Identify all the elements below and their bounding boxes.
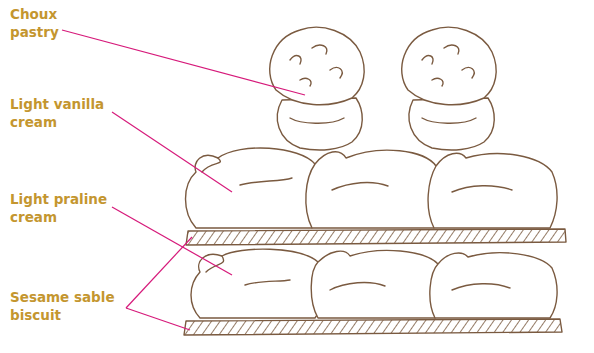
- leader-line: [126, 237, 192, 308]
- choux-texture: [290, 45, 476, 123]
- part-label: Light vanilla cream: [10, 95, 118, 131]
- part-label: Choux pastry: [10, 5, 72, 41]
- choux-puff: [277, 98, 362, 150]
- leader-line: [62, 30, 305, 95]
- leader-line: [112, 112, 232, 192]
- vanilla-cream-dollop: [186, 148, 323, 228]
- choux-cap: [402, 27, 496, 104]
- praline-cream-dollop: [191, 249, 325, 318]
- vanilla-cream-dollop: [428, 153, 557, 228]
- vanilla-cream-dollop: [306, 150, 443, 228]
- leader-line: [112, 207, 232, 275]
- part-label: Light praline cream: [10, 190, 122, 226]
- choux-puff: [409, 98, 494, 150]
- part-label: Sesame sable biscuit: [10, 288, 128, 324]
- choux-cap: [270, 27, 364, 104]
- praline-cream-dollop: [430, 253, 557, 318]
- cream-swirl: [206, 256, 510, 290]
- sable-biscuit: [186, 229, 566, 245]
- sable-biscuit: [184, 319, 562, 335]
- leader-line: [126, 308, 190, 330]
- cream-swirl: [202, 158, 512, 192]
